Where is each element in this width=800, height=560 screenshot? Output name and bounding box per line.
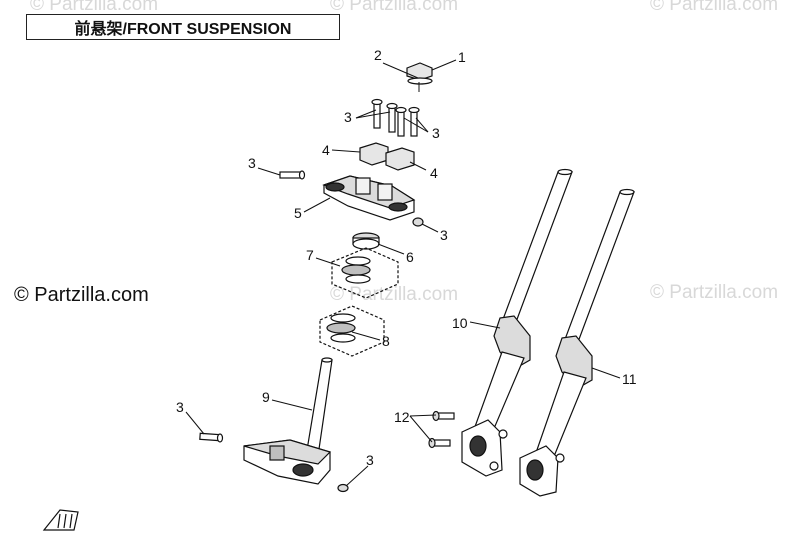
leader-lines: [185, 59, 621, 487]
part-12-bolts[interactable]: [428, 410, 455, 449]
watermark-top-left: © Partzilla.com: [30, 0, 159, 15]
watermark-mid-center: © Partzilla.com: [330, 284, 459, 305]
part-3-top-bolts[interactable]: [371, 98, 420, 137]
front-direction-arrow-icon: [42, 509, 79, 531]
callout-1: 1: [458, 49, 466, 65]
part-2-nut[interactable]: [406, 62, 433, 85]
callout-10: 10: [452, 315, 468, 331]
part-10-fork-leg-left[interactable]: [461, 168, 573, 477]
part-3-lower-left-bolt[interactable]: [199, 432, 224, 443]
watermark-top-right: © Partzilla.com: [650, 0, 779, 15]
callout-labels: 1 2 3 3 3 3 3 3 4 4 5 6 7 8 9 10 11 12: [176, 47, 637, 468]
callout-3f: 3: [366, 452, 374, 468]
diagram-title: 前悬架/FRONT SUSPENSION: [26, 14, 340, 40]
callout-2: 2: [374, 47, 382, 63]
watermark-left: © Partzilla.com: [14, 284, 149, 306]
callout-3a: 3: [344, 109, 352, 125]
callout-8: 8: [382, 333, 390, 349]
part-3-side-bolt[interactable]: [279, 170, 306, 180]
part-5-upper-clamp[interactable]: [322, 175, 416, 221]
callout-3d: 3: [440, 227, 448, 243]
callout-9: 9: [262, 389, 270, 405]
part-4-clamps[interactable]: [359, 142, 415, 171]
part-11-fork-leg-right[interactable]: [519, 188, 635, 497]
callout-11: 11: [622, 371, 637, 387]
part-3-right-bolt[interactable]: [412, 217, 424, 227]
callout-5: 5: [294, 205, 302, 221]
part-6-bearing[interactable]: [352, 232, 380, 250]
watermark-mid-right: © Partzilla.com: [650, 282, 779, 303]
callout-7: 7: [306, 247, 314, 263]
part-8-bearing-set[interactable]: [319, 305, 385, 357]
callout-12: 12: [394, 409, 410, 425]
part-7-bearing-set[interactable]: [331, 247, 399, 299]
callout-3c: 3: [248, 155, 256, 171]
part-9-stem-lower-clamp[interactable]: [243, 357, 333, 485]
callout-3e: 3: [176, 399, 184, 415]
callout-6: 6: [406, 249, 414, 265]
callout-4a: 4: [322, 142, 330, 158]
callout-3b: 3: [432, 125, 440, 141]
callout-4b: 4: [430, 165, 438, 181]
part-3-lower-right-bolt[interactable]: [337, 483, 349, 493]
watermark-top-center: © Partzilla.com: [330, 0, 459, 15]
